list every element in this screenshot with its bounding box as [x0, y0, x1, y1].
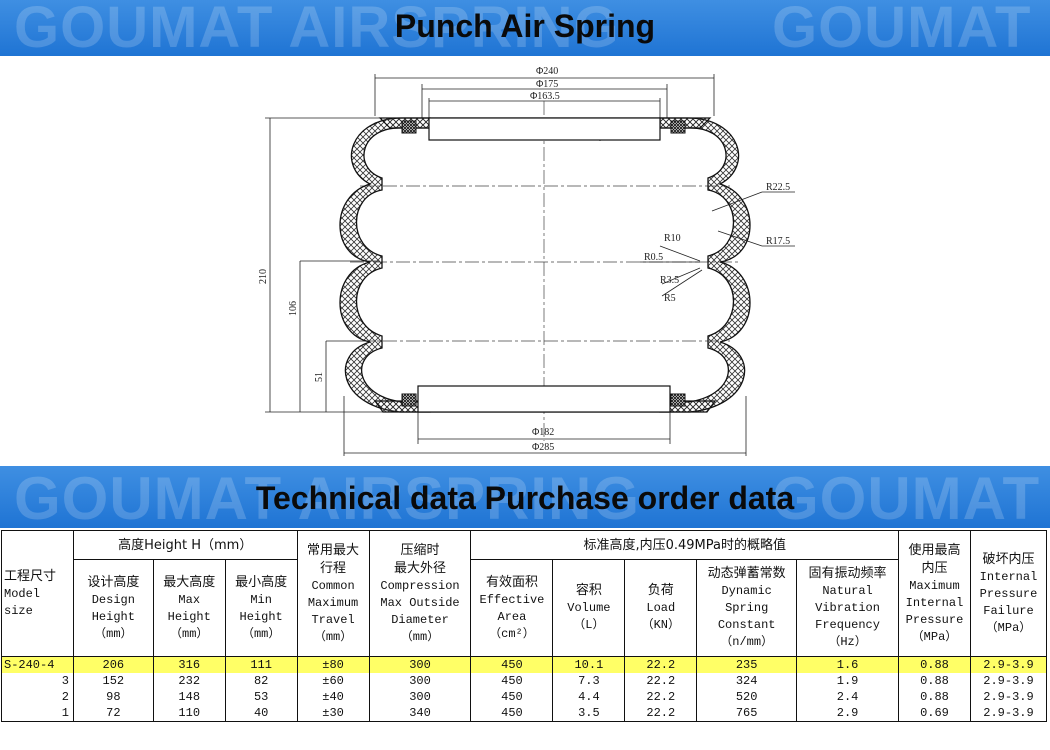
bead-ring-icon — [670, 393, 686, 407]
dim-bottom-inner: Φ182 — [532, 427, 554, 438]
watermark-left: GOUMAT AIRSPRING — [14, 0, 620, 56]
air-spring-drawing: Φ240 Φ175 Φ163.5 20 210 106 51 — [258, 66, 795, 456]
section-banner: GOUMAT AIRSPRING GOUMAT Technical data P… — [0, 466, 1050, 528]
radius-10: R10 — [664, 233, 681, 244]
header-height-group: 高度Height H（mm） — [72, 530, 298, 560]
bead-ring-icon — [670, 120, 686, 134]
dim-bottom-outer: Φ285 — [532, 442, 554, 453]
bead-ring-icon — [401, 120, 417, 134]
radius-17-5: R17.5 — [766, 236, 790, 247]
header-std-group: 标准高度,内压0.49MPa时的概略值 — [470, 530, 899, 560]
dim-mid-height: 106 — [288, 301, 299, 316]
dim-top-outer: Φ240 — [536, 66, 558, 77]
radius-22-5: R22.5 — [766, 182, 790, 193]
section-title: Technical data Purchase order data — [255, 480, 795, 516]
radius-5: R5 — [664, 293, 676, 304]
radius-3-5: R3.5 — [660, 275, 679, 286]
title-banner: GOUMAT AIRSPRING GOUMAT Punch Air Spring — [0, 0, 1050, 56]
dim-low-height: 51 — [314, 372, 325, 382]
radius-0-5: R0.5 — [644, 252, 663, 263]
bead-ring-icon — [401, 393, 417, 407]
watermark-left: GOUMAT AIRSPRING — [14, 466, 640, 528]
page-title: Punch Air Spring — [394, 8, 656, 44]
watermark-right: GOUMAT — [772, 466, 1041, 528]
dim-top-inner: Φ163.5 — [530, 91, 560, 102]
watermark-right: GOUMAT — [772, 0, 1032, 56]
dim-height: 210 — [258, 269, 269, 284]
dim-top-mid: Φ175 — [536, 79, 558, 90]
